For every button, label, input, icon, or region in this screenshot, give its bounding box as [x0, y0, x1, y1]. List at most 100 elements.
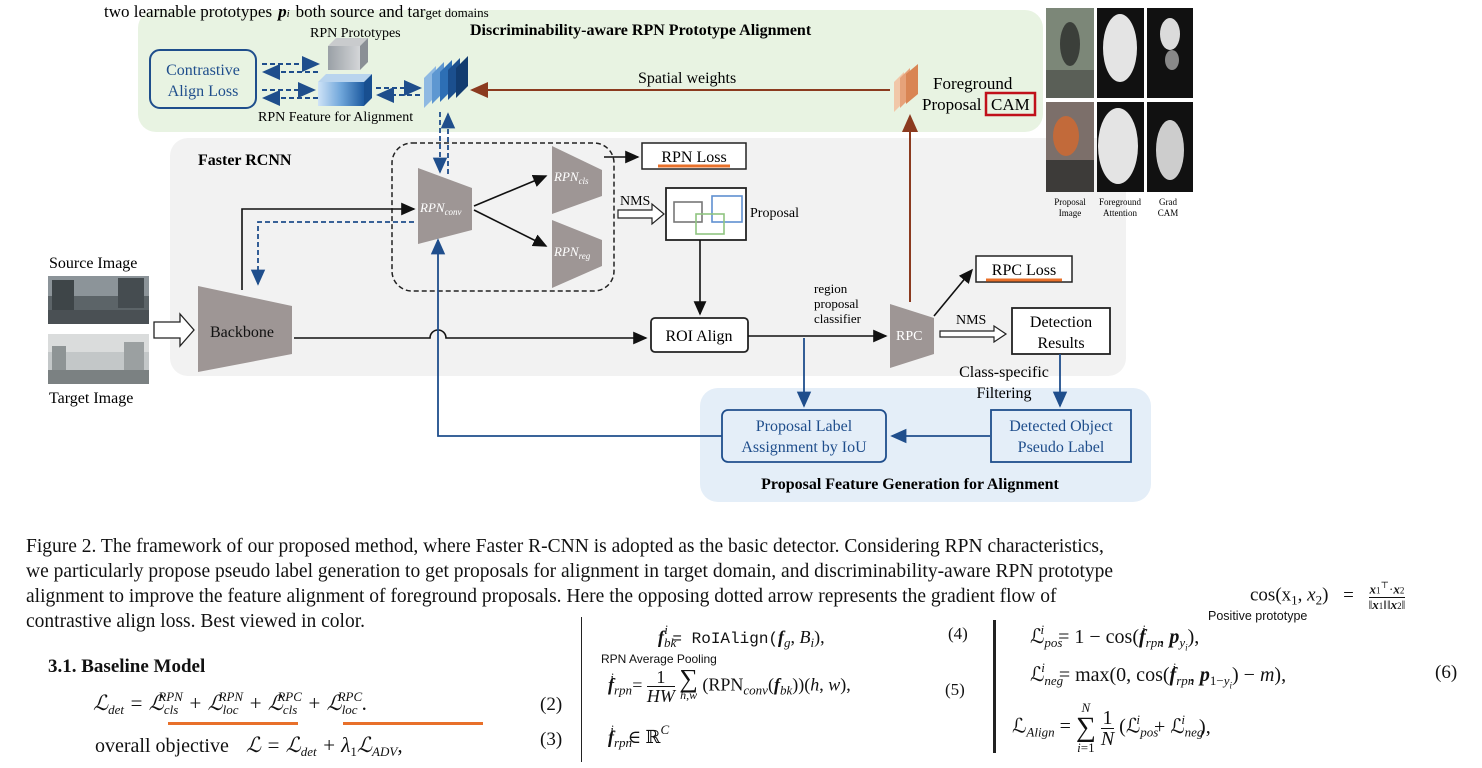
thumb-label-3b: CAM — [1158, 208, 1179, 218]
roi-align-label: ROI Align — [665, 328, 732, 345]
rpc-loss-label: RPC Loss — [992, 262, 1056, 279]
rpn-feature-space: frpni∈ ℝC — [608, 722, 670, 750]
rpn-cls-block — [552, 146, 602, 214]
proposal-green — [695, 213, 725, 235]
eq2-underline-b — [343, 722, 483, 725]
pseudo-label-box — [990, 409, 1132, 463]
rpn-feature-bar — [318, 74, 372, 106]
contrastive-loss-box — [149, 49, 257, 109]
pseudo-l2: Pseudo Label — [1018, 439, 1105, 456]
cosine-definition: cos(x1, x2) = x1⊤·x2 ‖x1‖‖x2‖ — [1250, 580, 1406, 613]
eq4-number: (4) — [948, 624, 968, 643]
region-label-3: classifier — [814, 311, 862, 326]
equation-3: overall objective ℒ = ℒdet + λ1ℒADV, — [95, 733, 403, 759]
nms1-label: NMS — [620, 194, 650, 209]
thumb-label-3a: Grad — [1159, 197, 1177, 207]
spatial-weights-label: Spatial weights — [638, 70, 736, 87]
input-arrow — [153, 312, 195, 348]
rpc-label: RPC — [896, 329, 922, 344]
column-separator-2 — [993, 620, 996, 753]
equation-4: fbki = RoIAlign(fg, Bi), — [658, 622, 825, 650]
contrastive-loss-l1: Contrastive — [166, 62, 240, 79]
detection-results-box — [1011, 307, 1111, 355]
pfga-title: Proposal Feature Generation for Alignmen… — [761, 476, 1059, 493]
rpa-title: Discriminability-aware RPN Prototype Ali… — [470, 22, 812, 39]
contrastive-loss-l2: Align Loss — [168, 83, 239, 100]
class-filter-l1: Class-specific — [959, 364, 1049, 381]
thumb-label-2a: Foreground — [1099, 197, 1141, 207]
positive-prototype-note: Positive prototype — [1208, 609, 1308, 623]
foreground-label: Foreground — [933, 74, 1013, 93]
equation-6-neg: ℒnegi= max(0, cos(frpni, p1−yi) − m), — [1030, 660, 1287, 691]
backbone-block — [198, 286, 292, 372]
eq3-prefix: overall objective — [95, 735, 229, 757]
rpn-feature-label: RPN Feature for Alignment — [258, 110, 413, 125]
cam-label: CAM — [991, 95, 1030, 114]
pfga-panel — [700, 388, 1151, 502]
eq2-number: (2) — [540, 694, 563, 715]
rpc-loss-box — [975, 255, 1073, 283]
rpn-loss-label: RPN Loss — [661, 149, 726, 166]
region-label-1: region — [814, 281, 848, 296]
foreground-proposal-label: Proposal — [922, 95, 982, 114]
label-assign-l1: Proposal Label — [756, 418, 853, 435]
section-heading: 3.1. Baseline Model — [48, 656, 206, 677]
faster-rcnn-title: Faster RCNN — [198, 152, 292, 169]
rpn-cls-label: RPNcls — [553, 169, 589, 186]
rpn-reg-block — [552, 220, 602, 288]
detection-l2: Results — [1037, 335, 1084, 352]
backbone-label: Backbone — [210, 324, 274, 341]
equation-5: frpni = 1 HW ∑ h,w (RPNconv(fbk))(h, w), — [608, 663, 851, 706]
equation-6-pos: ℒposi= 1 − cos(frpni, pyi), — [1030, 622, 1200, 653]
caption-line: we particularly propose pseudo label gen… — [26, 561, 1114, 582]
rpn-reg-label: RPNreg — [553, 244, 591, 261]
figure-caption: Figure 2. The framework of our proposed … — [26, 534, 1162, 634]
source-image-label: Source Image — [49, 255, 137, 272]
feature-map-stack — [424, 56, 468, 108]
cam-highlight-box — [984, 91, 1037, 117]
caption-line: contrastive align loss. Best viewed in c… — [26, 611, 366, 632]
caption-line: alignment to improve the feature alignme… — [26, 586, 1057, 607]
target-image-label: Target Image — [49, 390, 133, 407]
eq3-number: (3) — [540, 729, 563, 750]
rpc-block — [890, 304, 934, 368]
proposal-label: Proposal — [750, 206, 799, 221]
column-separator-1 — [581, 617, 582, 762]
label-assign-l2: Assignment by IoU — [741, 439, 867, 456]
thumb-label-1b: Image — [1059, 208, 1082, 218]
pseudo-l1: Detected Object — [1009, 418, 1113, 435]
thumb-label-1a: Proposal — [1054, 197, 1086, 207]
rpn-dashed-region — [391, 142, 615, 292]
class-filter-l2: Filtering — [976, 385, 1031, 402]
foreground-cam-stack — [894, 64, 918, 112]
thumb-label-2b: Attention — [1103, 208, 1137, 218]
rpn-avg-pooling-note: RPN Average Pooling — [601, 652, 717, 666]
equation-2: ℒdet = ℒclsRPN + ℒlocRPN + ℒclsRPC + ℒlo… — [93, 689, 368, 717]
rpn-prototype-bar — [328, 38, 368, 70]
faster-rcnn-panel — [170, 138, 1126, 376]
nms2-label: NMS — [956, 313, 986, 328]
proposal-blue — [711, 195, 743, 223]
detection-l1: Detection — [1030, 314, 1092, 331]
target-image-thumb — [48, 334, 149, 384]
roi-align-box — [650, 317, 749, 353]
nms2-arrow — [939, 324, 1008, 344]
equation-6-align: ℒAlign = N ∑ i=1 1 N (ℒposi+ ℒnegi), — [1012, 700, 1211, 755]
eq6-number: (6) — [1435, 662, 1458, 683]
eq2-lhs: ℒ — [93, 691, 109, 715]
rpn-conv-label: RPNconv — [419, 200, 462, 217]
eq4-lhs: f — [658, 627, 664, 647]
rpn-conv-block — [418, 168, 472, 244]
proposal-gray — [673, 201, 703, 223]
caption-line: Figure 2. The framework of our proposed … — [26, 536, 1104, 557]
region-label-2: proposal — [814, 296, 859, 311]
eq5-number: (5) — [945, 680, 965, 699]
source-image-thumb — [48, 276, 149, 324]
eq2-underline-a — [168, 722, 298, 725]
cos-prefix: cos(x — [1250, 584, 1292, 606]
rpn-prototypes-label: RPN Prototypes — [310, 26, 401, 41]
cam-thumbnails — [1046, 8, 1193, 192]
nms1-arrow — [617, 202, 665, 226]
